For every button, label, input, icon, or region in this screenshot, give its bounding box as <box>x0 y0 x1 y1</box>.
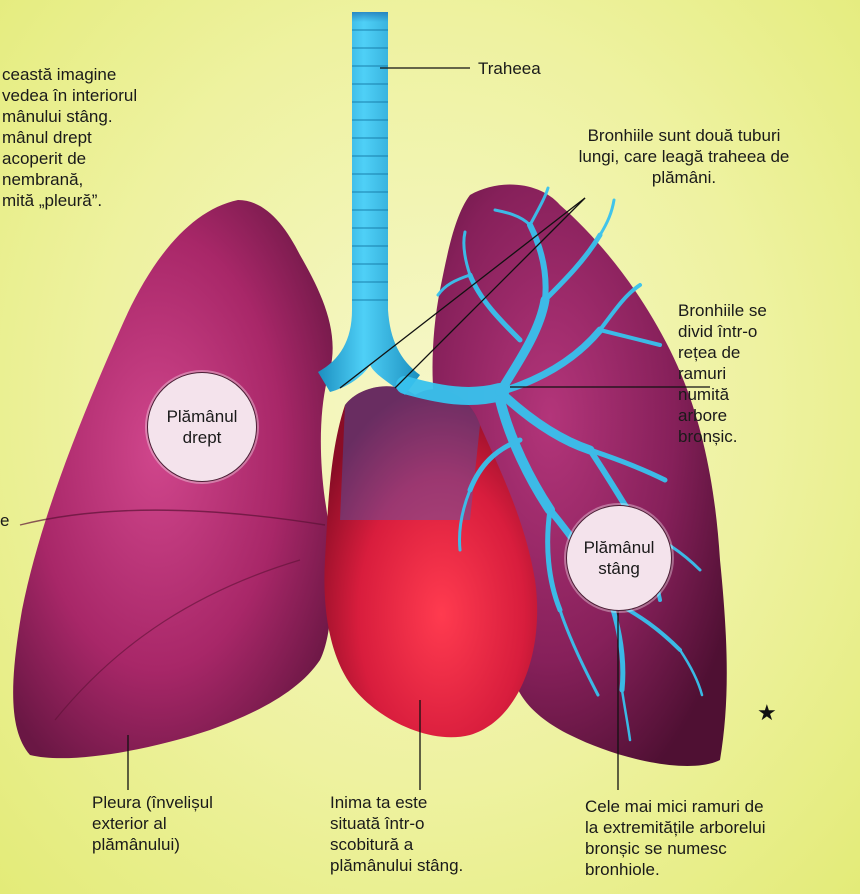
bronchi-label: Bronhiile sunt două tuburi lungi, care l… <box>534 125 834 188</box>
intro-caption: ceastă imagine vedea în interiorul mânul… <box>2 64 222 211</box>
cut-letter: e <box>0 510 9 531</box>
right-lung-shape <box>13 200 333 758</box>
right-lung-label: Plămânul drept <box>147 372 257 482</box>
trachea-label: Traheea <box>478 58 541 79</box>
heart-label: Inima ta este situată într-o scobitură a… <box>330 792 520 876</box>
left-lung-label: Plămânul stâng <box>566 505 672 611</box>
bronchioles-label: Cele mai mici ramuri de la extremitățile… <box>585 796 825 880</box>
star-icon: ★ <box>757 700 777 726</box>
bronchial-tree-label: Bronhiile se divid într-o rețea de ramur… <box>678 300 858 447</box>
pleura-label: Pleura (învelișul exterior al plămânului… <box>92 792 292 855</box>
